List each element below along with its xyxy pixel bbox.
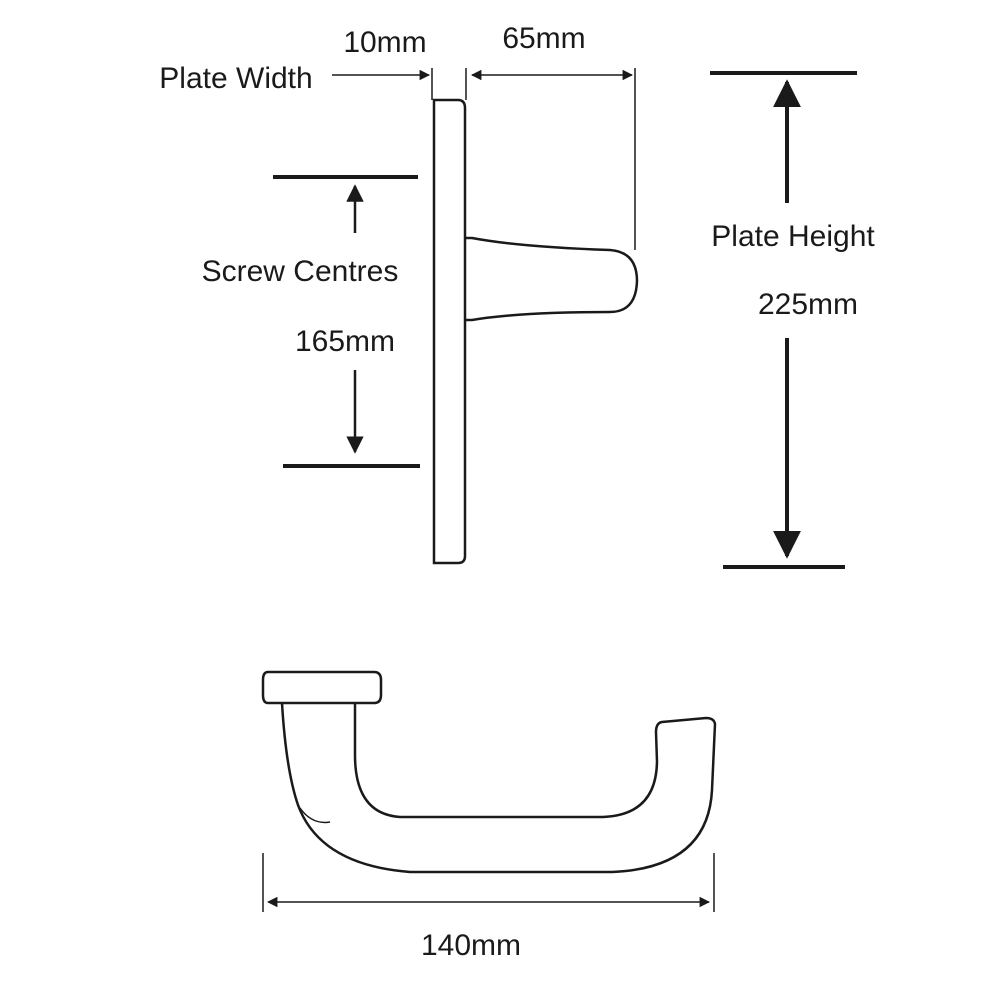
lever-side bbox=[465, 236, 639, 322]
plate-width-dimension bbox=[332, 68, 467, 100]
screw-centres-value: 165mm bbox=[295, 325, 395, 358]
rose-plate-top bbox=[261, 670, 383, 705]
projection-value: 65mm bbox=[502, 22, 585, 55]
lever-neck-inner bbox=[299, 807, 331, 824]
backplate-side bbox=[432, 98, 467, 565]
lever-length-dimension bbox=[262, 853, 715, 912]
lever-handle-outline bbox=[280, 702, 717, 874]
plate-width-value: 10mm bbox=[343, 26, 426, 59]
lever-length-value: 140mm bbox=[421, 929, 521, 962]
projection-dimension bbox=[470, 68, 636, 250]
top-view bbox=[261, 670, 717, 874]
plate-height-label: Plate Height bbox=[711, 220, 875, 253]
screw-centres-dimension bbox=[273, 175, 420, 468]
plate-height-value: 225mm bbox=[758, 288, 858, 321]
plate-width-label: Plate Width bbox=[159, 62, 312, 95]
plate-height-dimension bbox=[710, 71, 857, 569]
screw-centres-label: Screw Centres bbox=[202, 255, 399, 288]
side-view bbox=[432, 98, 639, 565]
